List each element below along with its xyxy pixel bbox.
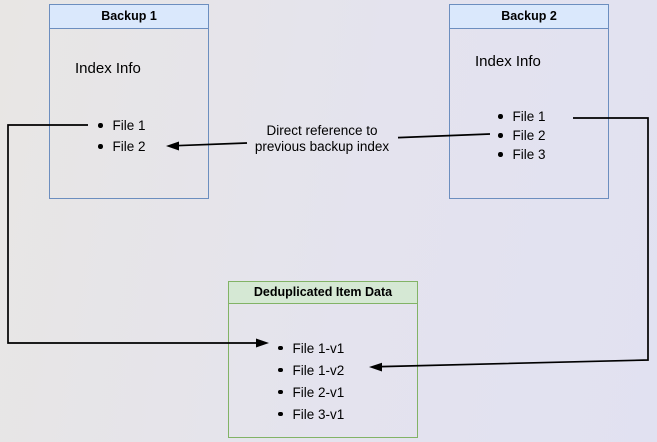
list-item: File 3-v1 bbox=[278, 403, 344, 425]
dedup-box: Deduplicated Item Data bbox=[228, 281, 418, 438]
backup2-file-list: File 1 File 2 File 3 bbox=[498, 107, 546, 164]
direct-reference-label-line2: previous backup index bbox=[254, 139, 390, 154]
bullet-icon bbox=[278, 389, 283, 395]
backup1-title: Backup 1 bbox=[50, 5, 208, 29]
file-label: File 2-v1 bbox=[292, 384, 345, 400]
dedup-title: Deduplicated Item Data bbox=[229, 282, 417, 304]
direct-reference-label: Direct reference to previous backup inde… bbox=[236, 123, 408, 155]
file-label: File 1-v2 bbox=[292, 362, 345, 378]
list-item: File 3 bbox=[498, 145, 546, 164]
direct-reference-label-line1: Direct reference to bbox=[266, 123, 378, 138]
file-label: File 3-v1 bbox=[292, 406, 345, 422]
file-label: File 2 bbox=[112, 139, 146, 154]
bullet-icon bbox=[498, 152, 503, 157]
backup2-title: Backup 2 bbox=[450, 5, 608, 29]
dedup-file-list: File 1-v1 File 1-v2 File 2-v1 File 3-v1 bbox=[278, 337, 344, 425]
file-label: File 1 bbox=[512, 109, 546, 124]
bullet-icon bbox=[498, 133, 503, 138]
list-item: File 1-v2 bbox=[278, 359, 344, 381]
bullet-icon bbox=[98, 123, 103, 128]
bullet-icon bbox=[98, 144, 103, 149]
bullet-icon bbox=[278, 367, 283, 373]
bullet-icon bbox=[278, 411, 283, 417]
backup1-index-info-label: Index Info bbox=[75, 60, 141, 77]
backup2-box: Backup 2 bbox=[449, 4, 609, 199]
bullet-icon bbox=[278, 345, 283, 351]
list-item: File 2 bbox=[98, 136, 146, 157]
list-item: File 1-v1 bbox=[278, 337, 344, 359]
backup1-box: Backup 1 bbox=[49, 4, 209, 199]
file-label: File 1 bbox=[112, 118, 146, 133]
file-label: File 1-v1 bbox=[292, 340, 345, 356]
bullet-icon bbox=[498, 114, 503, 119]
list-item: File 2-v1 bbox=[278, 381, 344, 403]
backup2-index-info-label: Index Info bbox=[475, 53, 541, 70]
list-item: File 1 bbox=[498, 107, 546, 126]
list-item: File 2 bbox=[498, 126, 546, 145]
backup1-file-list: File 1 File 2 bbox=[98, 115, 146, 157]
list-item: File 1 bbox=[98, 115, 146, 136]
file-label: File 2 bbox=[512, 128, 546, 143]
file-label: File 3 bbox=[512, 147, 546, 162]
